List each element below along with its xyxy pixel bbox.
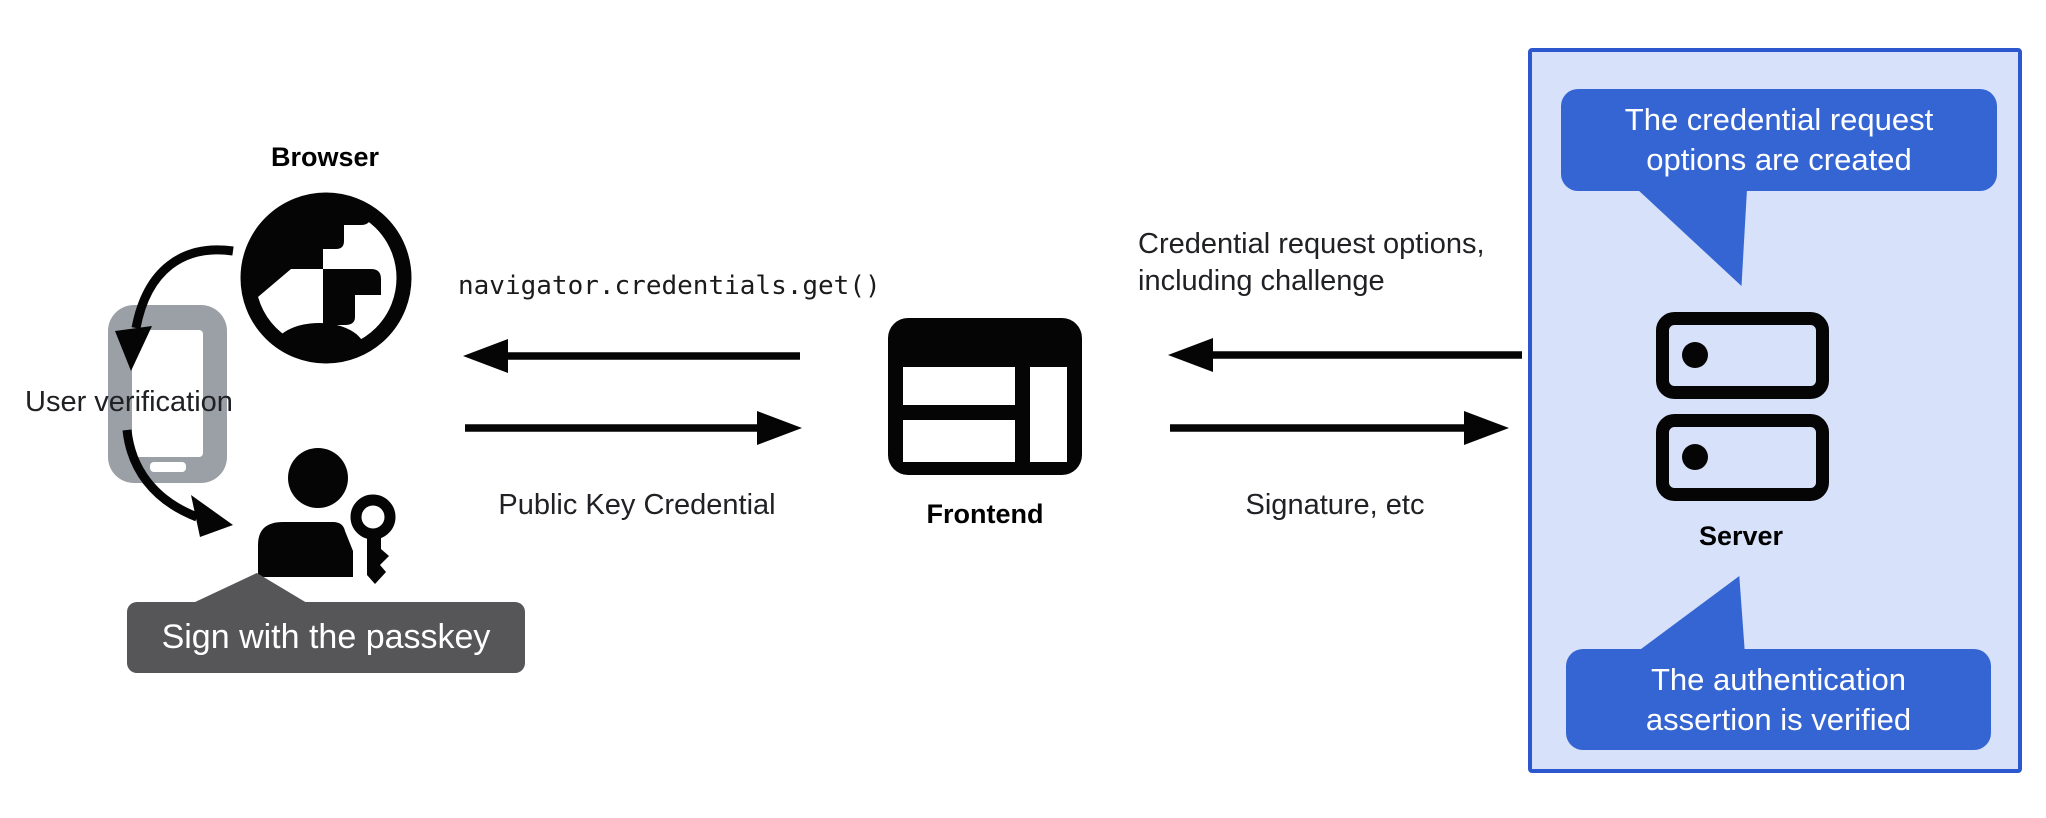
arrow-server-to-frontend <box>1168 338 1522 372</box>
api-call-label: navigator.credentials.get() <box>458 271 881 301</box>
passkey-tooltip: Sign with the passkey <box>127 602 525 673</box>
credential-request-options-line2: including challenge <box>1138 265 1385 297</box>
browser-globe-icon <box>240 192 412 364</box>
bottom-bubble-tail <box>1637 576 1745 652</box>
credential-options-bubble-line1: The credential request <box>1624 102 1934 137</box>
credential-request-options-line1: Credential request options, <box>1138 228 1485 260</box>
signature-label: Signature, etc <box>1245 489 1425 521</box>
server-label: Server <box>1698 521 1784 551</box>
user-icon <box>258 448 396 584</box>
frontend-label: Frontend <box>926 499 1044 529</box>
server-panel: The credential request options are creat… <box>1528 48 2022 773</box>
assertion-verified-bubble-line2: assertion is verified <box>1645 701 1912 737</box>
top-bubble-tail <box>1637 189 1747 286</box>
frontend-window-icon <box>888 318 1082 475</box>
user-verification-label: User verification <box>25 386 233 418</box>
public-key-credential-label: Public Key Credential <box>498 489 776 521</box>
assertion-verified-bubble: The authentication assertion is verified <box>1566 649 1991 750</box>
passkey-tooltip-text: Sign with the passkey <box>161 618 491 656</box>
arrow-frontend-to-server <box>1170 411 1509 445</box>
credential-options-bubble: The credential request options are creat… <box>1561 89 1997 191</box>
key-icon <box>350 494 396 584</box>
arrow-browser-to-frontend <box>465 411 802 445</box>
assertion-verified-bubble-line1: The authentication <box>1650 661 1907 697</box>
arrow-frontend-to-browser <box>463 339 800 373</box>
credential-request-options-label: Credential request options, including ch… <box>1138 226 1485 300</box>
browser-label: Browser <box>270 142 380 172</box>
credential-options-bubble-line2: options are created <box>1646 142 1912 177</box>
server-icon <box>1656 312 1829 501</box>
